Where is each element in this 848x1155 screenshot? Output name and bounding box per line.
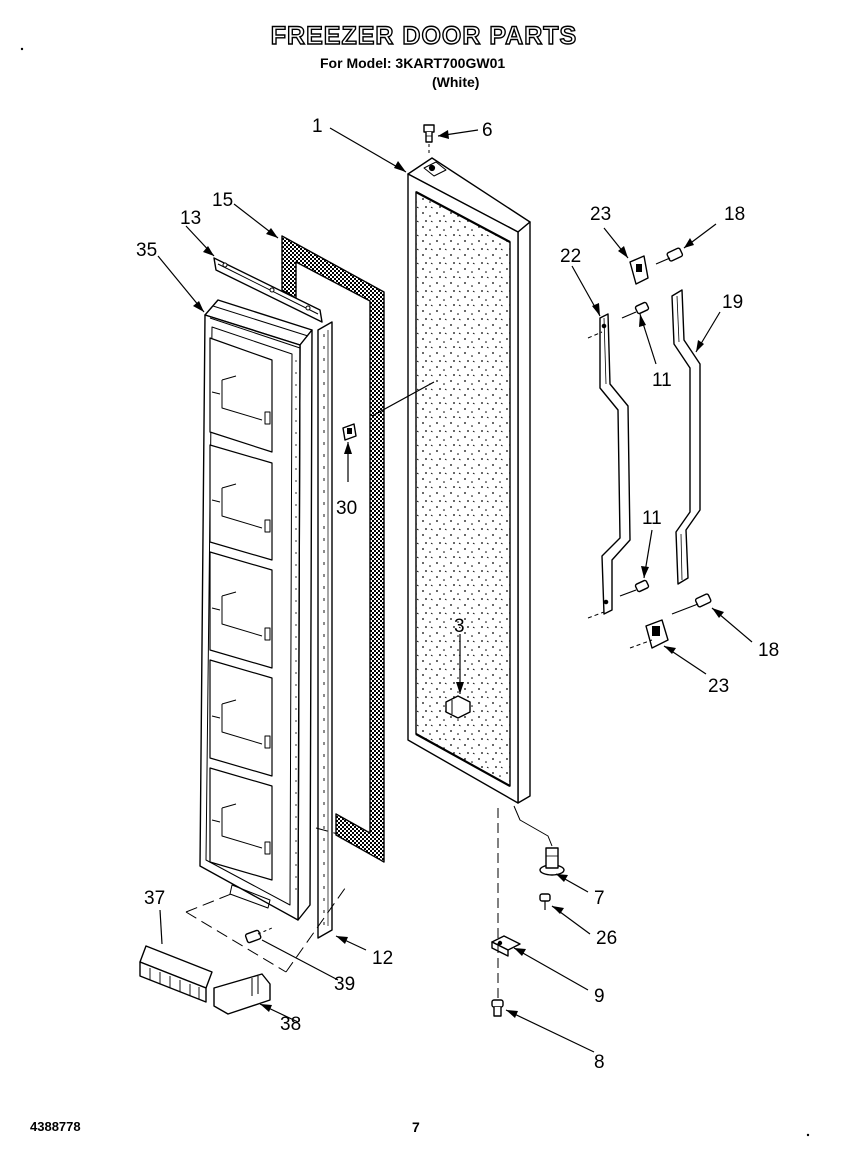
hinge-plate — [491, 935, 521, 957]
end-cap-screw-upper — [655, 247, 684, 265]
callout-7: 7 — [594, 888, 605, 909]
callout-39: 39 — [334, 974, 355, 995]
handle-screw-lower — [619, 579, 650, 597]
bracket-part-3 — [445, 695, 471, 719]
callout-1: 1 — [312, 116, 323, 137]
end-cap-screw-lower — [671, 593, 712, 615]
callout-12: 12 — [372, 948, 393, 969]
outer-door-panel — [407, 157, 531, 804]
door-liner — [199, 299, 313, 921]
callout-11-lower: 11 — [642, 508, 662, 529]
handle-end-cap-upper — [629, 255, 649, 285]
callout-labels: 1 6 15 13 35 23 18 22 19 11 30 11 3 18 2… — [136, 116, 779, 1073]
door-handle — [587, 313, 631, 619]
callout-37: 37 — [144, 888, 165, 909]
arrowheads — [193, 130, 724, 1018]
color-variant: (White) — [432, 74, 480, 90]
callout-38: 38 — [280, 1014, 301, 1035]
hinge-pin — [513, 805, 565, 876]
callout-18-lower: 18 — [758, 640, 779, 661]
callout-30: 30 — [336, 498, 357, 519]
callout-11-upper: 11 — [652, 370, 672, 391]
screw-part-6 — [423, 124, 435, 156]
callout-18-upper: 18 — [724, 204, 745, 225]
handle-screw-upper — [621, 301, 650, 319]
clip-part-30 — [342, 423, 357, 441]
handle-end-cap-lower — [629, 619, 669, 649]
document-number: 4388778 — [30, 1119, 81, 1134]
callout-13: 13 — [180, 208, 201, 229]
callout-23-lower: 23 — [708, 676, 729, 697]
callout-3: 3 — [454, 616, 465, 637]
top-trim-strip — [213, 257, 323, 323]
callout-9: 9 — [594, 986, 605, 1007]
screw-part-39 — [244, 927, 273, 944]
callout-26: 26 — [596, 928, 617, 949]
screw-part-8 — [491, 999, 504, 1017]
callout-19: 19 — [722, 292, 743, 313]
callout-23-upper: 23 — [590, 204, 611, 225]
handle-trim — [671, 289, 701, 585]
alignment-lines — [185, 827, 349, 973]
callout-22: 22 — [560, 246, 581, 267]
callout-6: 6 — [482, 120, 493, 141]
page-title: FREEZER DOOR PARTS — [270, 21, 578, 50]
door-rail — [139, 945, 213, 1003]
breaker-strip — [317, 321, 333, 939]
rail-end-cap — [213, 973, 271, 1015]
screw-part-26 — [539, 893, 551, 910]
page-number: 7 — [412, 1119, 420, 1135]
callout-8: 8 — [594, 1052, 605, 1073]
model-number: For Model: 3KART700GW01 — [320, 55, 506, 71]
callout-35: 35 — [136, 240, 157, 261]
callout-15: 15 — [212, 190, 233, 211]
